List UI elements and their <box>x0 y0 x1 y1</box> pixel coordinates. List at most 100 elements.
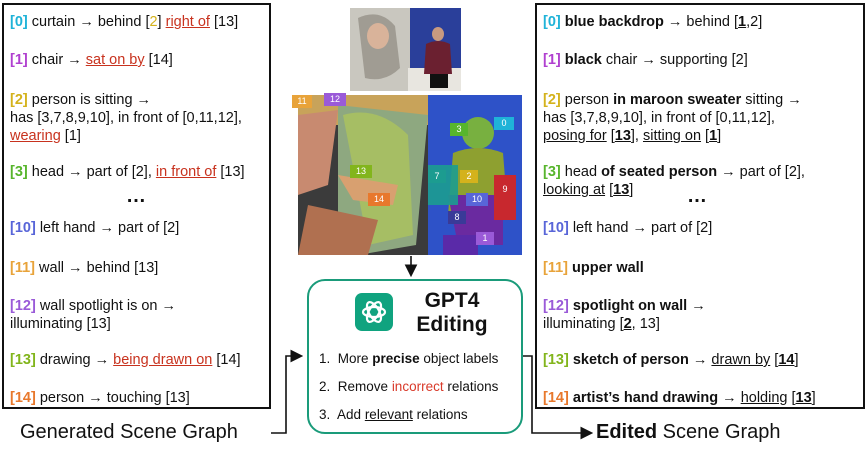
left-entry-13: [13] drawing → being drawn on [14] <box>10 351 241 369</box>
entry-line: has [3,7,8,9,10], in front of [0,11,12], <box>10 110 242 126</box>
step-text: Remove <box>337 379 392 394</box>
left-entry-1: [1] chair → sat on by [14] <box>10 51 173 69</box>
added-relation: posing for <box>543 128 607 144</box>
right-entry-0: [0] blue backdrop → behind [1,2] <box>543 13 762 31</box>
seg-label-0: 0 <box>494 117 514 130</box>
index-label: [12] <box>10 298 36 314</box>
refined-label: of seated person <box>601 164 718 180</box>
ref-bracket: [ <box>701 128 710 144</box>
step-emphasis: relevant <box>364 407 413 422</box>
entry-tail: [1] <box>60 128 81 144</box>
entry-line: has [3,7,8,9,10], in front of [0,11,12], <box>543 110 775 126</box>
right-entry-14: [14] artist’s hand drawing → holding [13… <box>543 389 816 407</box>
seg-label-13: 13 <box>350 165 372 178</box>
entry-relation: → behind [ <box>663 14 739 30</box>
entry-subject: left hand → part of [2] <box>572 220 713 236</box>
step-text: relations <box>412 407 468 422</box>
added-relation: drawn by <box>711 352 771 368</box>
entry-tail: [14] <box>212 352 241 368</box>
gpt4-editing-box: GPT4 Editing 1. More precise object labe… <box>307 279 523 434</box>
refined-label: blue backdrop <box>564 14 664 30</box>
added-ref: 1 <box>709 128 718 144</box>
added-ref: 1 <box>738 14 747 30</box>
index-label: [1] <box>543 52 561 68</box>
seg-label-12: 12 <box>324 93 346 106</box>
index-label: [11] <box>543 260 568 276</box>
seg-label-14: 14 <box>368 193 390 206</box>
left-entry-12: [12] wall spotlight is on → illuminating… <box>10 297 176 333</box>
ref-bracket: [ <box>145 14 150 30</box>
left-entry-0: [0] curtain → behind [2] right of [13] <box>10 13 238 31</box>
edited-scene-graph-panel: [0] blue backdrop → behind [1,2] [1] bla… <box>535 3 865 409</box>
entry-subject: head <box>564 164 602 180</box>
step-number: 1. <box>319 351 331 366</box>
entry-subject: wall spotlight is on → <box>39 298 177 314</box>
entry-relation: → <box>688 352 712 368</box>
added-ref: 13 <box>795 390 812 406</box>
added-ref: 14 <box>778 352 795 368</box>
entry-relation: chair → supporting [2] <box>601 52 748 68</box>
generated-scene-graph-panel: [0] curtain → behind [2] right of [13] [… <box>2 3 271 409</box>
ref-bracket: ], <box>630 128 643 144</box>
entry-subject: head → part of [2], <box>31 164 156 180</box>
segmentation-image <box>298 95 522 255</box>
seg-label-7: 7 <box>428 170 446 183</box>
right-entry-10: [10] left hand → part of [2] <box>543 219 712 237</box>
step-text: Add <box>337 407 365 422</box>
entry-tail: [14] <box>144 52 173 68</box>
index-label: [1] <box>10 52 28 68</box>
index-label: [2] <box>543 92 561 108</box>
index-label: [2] <box>10 92 28 108</box>
added-relation: looking at <box>543 182 606 198</box>
entry-subject: curtain <box>31 14 76 30</box>
gpt-title-line1: GPT4 <box>424 289 480 312</box>
index-label: [14] <box>10 390 36 406</box>
index-label: [0] <box>10 14 28 30</box>
seg-label-10: 10 <box>466 193 488 206</box>
refined-label: artist’s hand drawing <box>572 390 719 406</box>
source-photo <box>350 8 461 91</box>
left-entry-11: [11] wall → behind [13] <box>10 259 158 277</box>
caption-generated: Generated Scene Graph <box>20 421 238 443</box>
added-relation: holding <box>740 390 788 406</box>
entry-line: illuminating [13] <box>10 316 111 332</box>
left-entry-2: [2] person is sitting → has [3,7,8,9,10]… <box>10 91 242 145</box>
incorrect-relation: in front of <box>155 164 217 180</box>
right-entry-3: [3] head of seated person → part of [2],… <box>543 163 805 199</box>
index-label: [13] <box>10 352 36 368</box>
arrow-out-gpt <box>523 355 594 440</box>
entry-subject: person is sitting → <box>31 92 152 108</box>
index-label: [10] <box>10 220 36 236</box>
entry-relation: → <box>718 390 741 406</box>
index-label: [0] <box>543 14 561 30</box>
refined-label: spotlight on wall <box>572 298 688 314</box>
entry-subject: person <box>564 92 614 108</box>
entry-tail: [13] <box>216 164 245 180</box>
incorrect-relation: sat on by <box>85 52 145 68</box>
right-entry-11: [11] upper wall <box>543 259 644 277</box>
seg-label-3: 3 <box>450 123 468 136</box>
gpt-title-line2: Editing <box>416 313 488 336</box>
right-entry-1: [1] black chair → supporting [2] <box>543 51 748 69</box>
ref-bracket: ] <box>157 14 162 30</box>
entry-subject: drawing → <box>39 352 114 368</box>
ref-bracket: ] <box>811 390 816 406</box>
step-text: object labels <box>419 351 499 366</box>
index-label: [12] <box>543 298 569 314</box>
index-label: [11] <box>10 260 35 276</box>
seg-label-2: 2 <box>460 170 478 183</box>
caption-edited: Edited Scene Graph <box>596 421 781 444</box>
entry-tail: , 13] <box>631 316 660 332</box>
caption-emphasis: Edited <box>596 421 658 443</box>
entry-line: illuminating [ <box>543 316 624 332</box>
entry-tail: [13] <box>209 14 239 30</box>
index-label: [14] <box>543 390 569 406</box>
index-label: [3] <box>543 164 561 180</box>
added-ref: 13 <box>613 182 630 198</box>
ref-bracket: [ <box>770 352 779 368</box>
step-number: 2. <box>319 379 331 394</box>
refined-label: in maroon sweater <box>613 92 742 108</box>
entry-relation: → <box>63 52 86 68</box>
step-1: 1. More precise object labels <box>319 351 498 366</box>
